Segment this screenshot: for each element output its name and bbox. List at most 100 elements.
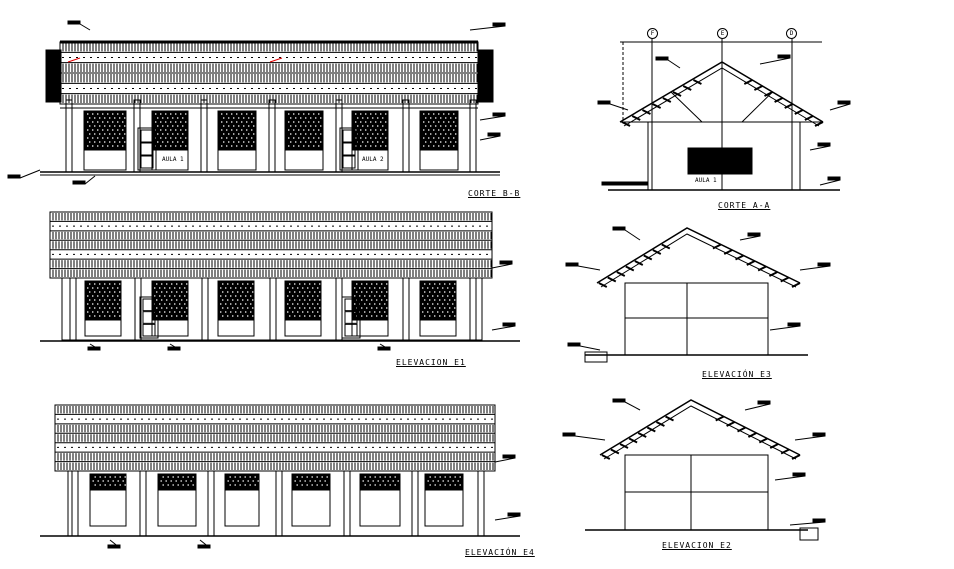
window-lattice [288,113,322,147]
column [402,277,410,341]
red-marker [67,57,81,63]
annotation-text-block [107,544,121,549]
door-panel [142,298,156,312]
window [83,110,127,150]
annotation-text-block [377,346,391,351]
annotation-text-block [167,346,181,351]
section-b-b-title: CORTE B-B [468,189,521,198]
leader-line [79,23,91,31]
leader-line [744,403,771,411]
column [207,470,215,537]
roof-tiles [621,79,824,127]
leader-line [19,169,41,179]
wall-panel [419,319,457,337]
annotation-text-block [817,262,831,267]
column [201,277,209,341]
truss-members [620,62,823,123]
section-b-b-drawing [7,20,506,185]
column [200,99,208,173]
wall-opening [291,489,331,527]
annotation-text-block [812,432,826,437]
elevation-e2-title: ELEVACION E2 [662,541,732,550]
leader-line [479,135,501,141]
annotation-text-block [787,322,801,327]
roof-hatching [59,43,478,52]
annotation-text-block [197,544,211,549]
red-marker [269,57,283,63]
roof-hatching [49,231,492,240]
door-panel [342,129,356,143]
leader-line [579,345,601,351]
window-lattice [160,476,194,486]
roof-slope-inner [603,405,797,460]
annotation-text-block [612,398,626,403]
leader-line [809,145,831,151]
wall-outline [624,282,769,356]
column [71,470,79,537]
roof-hatching [54,434,494,442]
room-label-aula-2: AULA 2 [362,156,384,163]
leader-line [759,57,791,65]
roof-hatching [59,63,478,72]
door [341,296,361,339]
roof-hatching [49,260,492,268]
window-lattice [362,476,399,486]
window-lattice [422,283,456,317]
door [339,127,359,171]
door [139,296,159,339]
black-board [687,147,753,175]
wall-panel [151,319,189,337]
annotation-text-block [565,262,579,267]
annotation-text-block [612,226,626,231]
annotation-text-block [492,22,506,27]
wall-panel [83,149,127,171]
window-lattice [92,476,126,486]
door-panel [140,129,154,143]
elevation-e1-title: ELEVACION E1 [396,358,466,367]
column [269,277,277,341]
annotation-text-block [72,180,86,185]
window-lattice [221,113,255,147]
annotation-text-block [812,518,826,523]
leader-line [491,263,513,269]
column [343,470,351,537]
roof-slope-inner [600,233,797,288]
leader-line [829,103,851,111]
wall-outline [61,277,483,341]
annotation-text-block [567,342,581,347]
door-panel [344,323,358,337]
column [335,99,343,173]
leader-line [491,325,516,331]
annotation-text-block [499,260,513,265]
elevation-e2-drawing [562,398,826,541]
window [419,280,457,320]
roof-hatching [54,453,494,461]
roof-tiles [601,415,801,460]
column [133,99,141,173]
window-lattice [355,113,387,147]
wall-opening [359,489,401,527]
window-lattice [227,476,259,486]
column [411,470,419,537]
wall-opening [224,489,260,527]
column [402,99,410,173]
roof-hatching [54,462,494,470]
leader-line [799,265,831,271]
door-panel [344,298,358,312]
leader-line [769,325,801,331]
annotation-text-block [817,142,831,147]
window-lattice [427,476,461,486]
side-panel-right [477,49,494,103]
wall-panel [419,149,459,171]
annotation-text-block [827,176,841,181]
annotation-text-block [747,232,761,237]
window [217,280,255,320]
column [65,99,73,173]
annotation-text-block [562,432,576,437]
wall-opening [424,489,464,527]
window-lattice [87,113,126,147]
leader-line [479,115,506,121]
annotation-text-block [87,346,101,351]
annotation-text-block [757,400,771,405]
leader-line [774,475,806,481]
